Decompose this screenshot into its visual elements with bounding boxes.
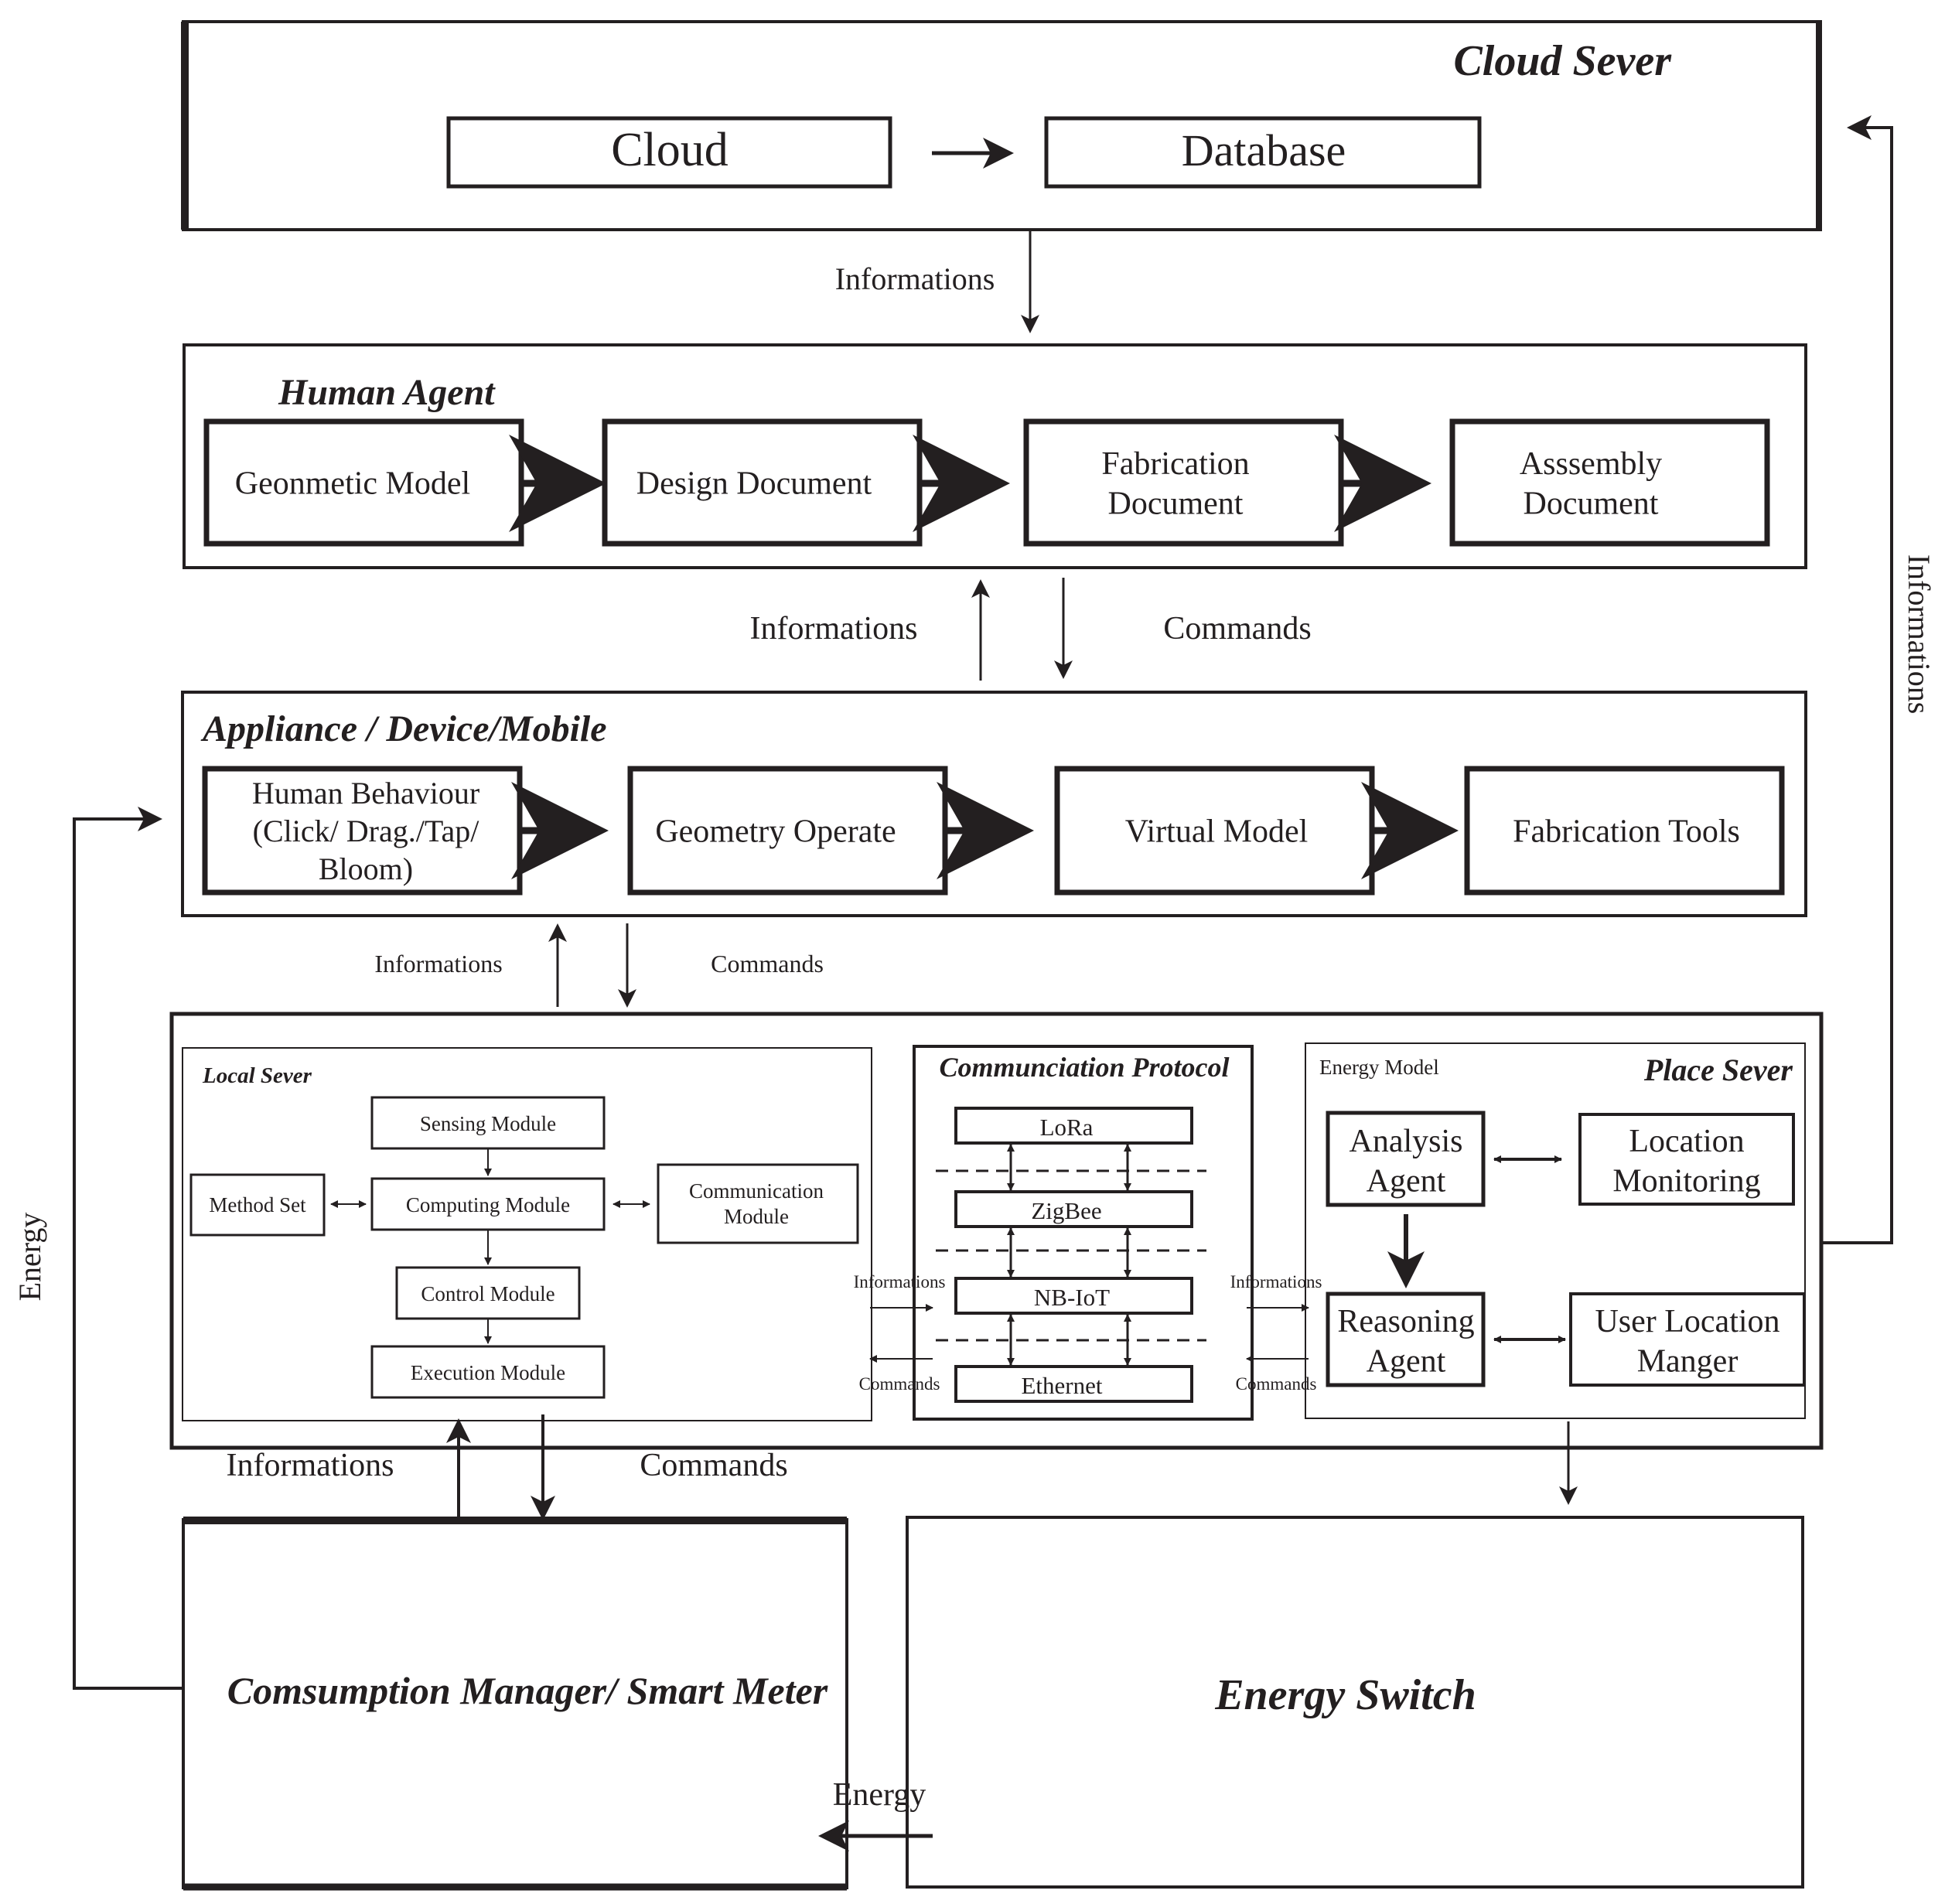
sensing-module-label: Sensing Module	[420, 1112, 556, 1135]
protocol-right-out-label: Commands	[1236, 1374, 1317, 1394]
communication-module-box	[657, 1163, 859, 1244]
protocol-layer-box	[954, 1365, 1193, 1403]
user-location-box	[1569, 1292, 1806, 1387]
energy-switch-title: Energy Switch	[1214, 1671, 1476, 1719]
execution-module-label: Execution Module	[411, 1361, 565, 1384]
server-group-panel	[169, 1012, 1824, 1450]
appliance-local-up-label: Informations	[374, 950, 502, 978]
execution-module-box	[370, 1345, 606, 1399]
switch-to-meter-label: Energy	[833, 1777, 926, 1813]
human-step-box	[1449, 418, 1770, 547]
location-monitoring-box	[1578, 1113, 1795, 1206]
local-server-panel	[182, 1047, 872, 1421]
protocol-panel	[913, 1045, 1254, 1421]
cloud-server-title: Cloud Sever	[1453, 37, 1672, 85]
appliance-step-label: Virtual Model	[1125, 814, 1309, 850]
appliance-step-label: Fabrication Tools	[1513, 814, 1740, 850]
appliance-step-box	[1464, 766, 1785, 896]
place-server-title: Place Sever	[1643, 1053, 1793, 1087]
protocol-layer-box	[954, 1107, 1193, 1145]
appliance-step-label: Geometry Operate	[655, 814, 896, 850]
reasoning-agent-box	[1326, 1292, 1486, 1387]
human-step-label: Geonmetic Model	[235, 466, 470, 502]
protocol-layer-label: LoRa	[1040, 1114, 1094, 1141]
meter-to-appliance-label: Energy	[12, 1213, 47, 1302]
local-meter-up-label: Informations	[227, 1448, 394, 1483]
protocol-left-out-label: Commands	[859, 1374, 940, 1394]
method-set-box	[189, 1173, 326, 1237]
place-to-cloud-label: Informations	[1902, 554, 1936, 715]
computing-module-label: Computing Module	[406, 1193, 570, 1216]
energy-model-label: Energy Model	[1319, 1056, 1439, 1079]
cloud-label: Cloud	[611, 124, 729, 176]
human-appliance-down-label: Commands	[1163, 611, 1311, 647]
protocol-title: Communciation Protocol	[939, 1052, 1229, 1083]
appliance-step-label: Human Behaviour(Click/ Drag./Tap/Bloom)	[252, 776, 479, 886]
local-meter-down-label: Commands	[640, 1448, 787, 1483]
protocol-layer-label: Ethernet	[1021, 1372, 1102, 1399]
protocol-layer-box	[954, 1277, 1193, 1315]
energy-switch-panel	[906, 1516, 1804, 1889]
database-box	[1044, 116, 1482, 189]
local-server-title: Local Sever	[202, 1063, 312, 1088]
smart-meter-title: Comsumption Manager/ Smart Meter	[227, 1669, 828, 1712]
method-set-label: Method Set	[209, 1193, 306, 1216]
human-agent-title: Human Agent	[278, 372, 496, 413]
protocol-layer-label: NB-IoT	[1034, 1284, 1110, 1311]
human-step-label: Design Document	[636, 466, 872, 502]
place-server-panel	[1305, 1042, 1806, 1419]
human-step-box	[1023, 418, 1344, 547]
cloud-to-human-label: Informations	[835, 261, 995, 296]
protocol-layer-box	[954, 1190, 1193, 1228]
cloud-box	[446, 116, 892, 189]
protocol-right-in-label: Informations	[1230, 1272, 1322, 1292]
appliance-title: Appliance / Device/Mobile	[200, 708, 607, 749]
place-to-cloud-line	[1821, 115, 1893, 1244]
protocol-left-in-label: Informations	[854, 1272, 946, 1292]
control-module-label: Control Module	[421, 1282, 554, 1305]
appliance-panel	[181, 691, 1807, 917]
analysis-agent-box	[1326, 1111, 1486, 1207]
human-appliance-up-label: Informations	[750, 611, 918, 647]
protocol-layer-label: ZigBee	[1031, 1197, 1101, 1224]
meter-to-appliance-line	[73, 807, 183, 1690]
appliance-local-down-label: Commands	[711, 950, 824, 978]
human-agent-panel	[183, 343, 1807, 569]
database-label: Database	[1182, 125, 1346, 176]
